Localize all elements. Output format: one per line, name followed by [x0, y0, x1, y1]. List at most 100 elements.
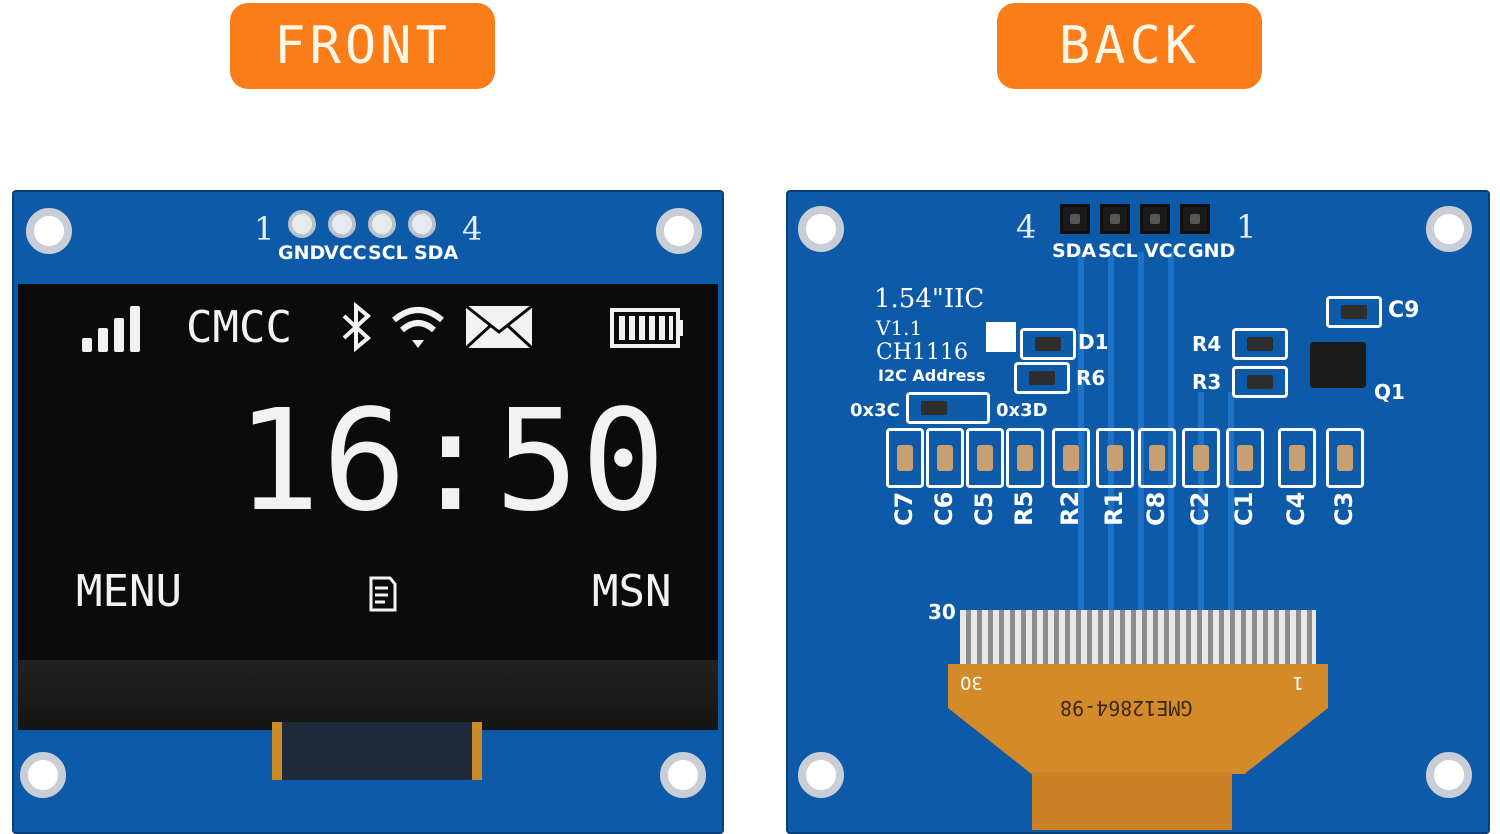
c2-part [1182, 428, 1220, 488]
pcb-trace [1228, 392, 1234, 612]
r1-label: R1 [1100, 490, 1128, 526]
c7-label: C7 [890, 491, 918, 526]
addr-0x3c: 0x3C [850, 400, 900, 421]
pin-label-scl: SCL [1098, 240, 1138, 262]
c1-part [1226, 428, 1264, 488]
back-label: BACK [997, 3, 1262, 89]
addr-0x3d: 0x3D [996, 400, 1048, 421]
c8-label: C8 [1142, 491, 1170, 526]
i2c-address-text: I2C Address [878, 366, 986, 385]
r6-part [1014, 362, 1070, 394]
flex-cable-tail [1032, 772, 1232, 830]
c2-label: C2 [1186, 491, 1214, 526]
r5-part [1006, 428, 1044, 488]
r2-label: R2 [1056, 490, 1084, 526]
carrier-text: CMCC [186, 302, 292, 353]
flex-pin-1: 1 [1292, 672, 1304, 693]
d1-part [1020, 328, 1076, 360]
pin-label-scl: SCL [368, 242, 408, 264]
pin-start-number: 1 [254, 210, 275, 248]
back-board: 4 1 SDA SCL VCC GND 1.54"IIC V1.1 CH1116… [786, 190, 1490, 834]
r5-label: R5 [1010, 490, 1038, 526]
front-label: FRONT [230, 3, 495, 89]
bluetooth-icon [342, 302, 372, 352]
c1-label: C1 [1230, 491, 1258, 526]
mount-hole [656, 208, 702, 254]
c8-part [1138, 428, 1176, 488]
r3-label: R3 [1192, 370, 1222, 394]
c6-part [926, 428, 964, 488]
header-pin [1060, 204, 1090, 234]
signal-icon [82, 306, 140, 352]
mail-icon [464, 304, 534, 350]
address-jumper [906, 392, 990, 424]
mount-hole [798, 752, 844, 798]
c5-part [966, 428, 1004, 488]
d1-label: D1 [1078, 330, 1109, 354]
pin-label-sda: SDA [1052, 240, 1097, 262]
c5-label: C5 [970, 491, 998, 526]
chip-text: CH1116 [876, 340, 969, 365]
r4-part [1232, 328, 1288, 360]
c9-label: C9 [1388, 298, 1420, 323]
mount-hole [798, 206, 844, 252]
header-pin [1140, 204, 1170, 234]
pin-pad [368, 210, 396, 238]
front-board: 1 4 GND VCC SCL SDA CMCC [12, 190, 724, 834]
q1-transistor [1310, 342, 1366, 388]
c3-label: C3 [1330, 491, 1358, 526]
menu-list-icon [369, 576, 397, 612]
flex-part-code: GME12864-98 [1060, 696, 1193, 720]
pin-header [1060, 204, 1210, 234]
r6-label: R6 [1076, 366, 1106, 390]
wifi-icon [392, 307, 444, 348]
screen-glass-edge [18, 660, 718, 730]
pin-start-number: 4 [1016, 208, 1037, 246]
mount-hole [660, 752, 706, 798]
battery-icon [610, 308, 683, 348]
pin-end-number: 4 [462, 210, 483, 248]
silk-square [986, 322, 1016, 352]
c3-part [1326, 428, 1364, 488]
q1-label: Q1 [1374, 380, 1405, 404]
pcb-trace [1078, 252, 1084, 612]
mount-hole [1426, 206, 1472, 252]
display-ribbon [272, 722, 482, 780]
r1-part [1096, 428, 1134, 488]
c7-part [886, 428, 924, 488]
flex-pin-30: 30 [960, 672, 983, 693]
pin-label-gnd: GND [1188, 240, 1236, 262]
c6-label: C6 [930, 491, 958, 526]
model-text: 1.54"IIC [874, 284, 985, 314]
pcb-trace [1138, 252, 1144, 612]
fpc-connector [960, 610, 1316, 666]
pin-label-vcc: VCC [1144, 240, 1187, 262]
version-text: V1.1 [876, 316, 923, 340]
mount-hole [20, 752, 66, 798]
r2-part [1052, 428, 1090, 488]
clock-time: 16:50 [236, 380, 668, 543]
pin-header [288, 210, 436, 238]
c4-label: C4 [1282, 491, 1310, 526]
oled-screen: CMCC 16:50 MENU [18, 284, 718, 660]
header-pin [1180, 204, 1210, 234]
pin-label-gnd: GND [278, 242, 326, 264]
pin-label-sda: SDA [414, 242, 459, 264]
r4-label: R4 [1192, 332, 1222, 356]
pin-pad [328, 210, 356, 238]
pcb-trace [1108, 252, 1114, 612]
pin-pad [288, 210, 316, 238]
pin-pad [408, 210, 436, 238]
mount-hole [26, 208, 72, 254]
pin-label-vcc: VCC [324, 242, 367, 264]
fpc-pin-30: 30 [928, 600, 956, 624]
header-pin [1100, 204, 1130, 234]
pin-end-number: 1 [1236, 208, 1257, 246]
flex-cable [948, 664, 1328, 774]
c9-part [1326, 296, 1382, 328]
pcb-trace [1198, 392, 1204, 612]
pcb-trace [1168, 252, 1174, 612]
menu-soft-key: MENU [76, 566, 182, 617]
r3-part [1232, 366, 1288, 398]
c4-part [1278, 428, 1316, 488]
